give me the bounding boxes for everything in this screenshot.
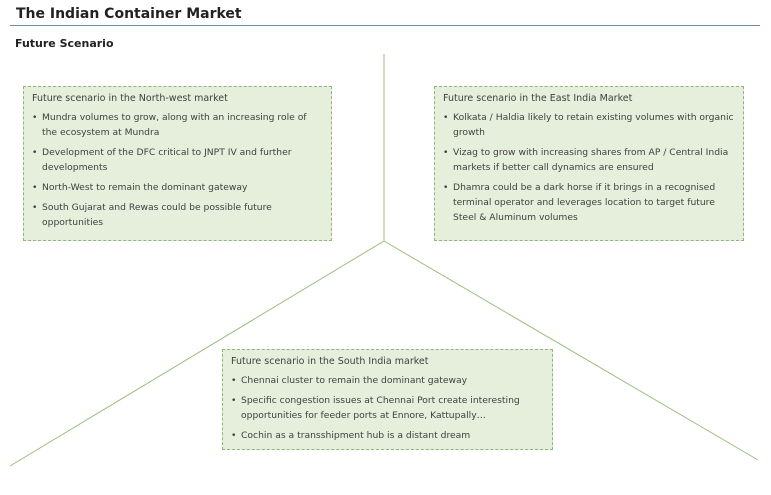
list-item: Specific congestion issues at Chennai Po…	[231, 393, 544, 423]
list-item: Dhamra could be a dark horse if it bring…	[443, 180, 735, 225]
east-list: Kolkata / Haldia likely to retain existi…	[443, 110, 735, 225]
right-diagonal-divider	[383, 240, 759, 461]
south-scenario-box: Future scenario in the South India marke…	[222, 349, 553, 450]
east-heading: Future scenario in the East India Market	[443, 93, 633, 104]
north-west-list: Mundra volumes to grow, along with an in…	[32, 110, 323, 230]
south-heading: Future scenario in the South India marke…	[231, 356, 429, 367]
list-item: Development of the DFC critical to JNPT …	[32, 145, 323, 175]
list-item: Chennai cluster to remain the dominant g…	[231, 373, 544, 388]
list-item: North-West to remain the dominant gatewa…	[32, 180, 323, 195]
list-item: Vizag to grow with increasing shares fro…	[443, 145, 735, 175]
list-item: South Gujarat and Rewas could be possibl…	[32, 200, 323, 230]
title-divider	[10, 25, 760, 26]
north-west-heading: Future scenario in the North-west market	[32, 93, 228, 104]
south-list: Chennai cluster to remain the dominant g…	[231, 373, 544, 443]
list-item: Mundra volumes to grow, along with an in…	[32, 110, 323, 140]
page-title: The Indian Container Market	[16, 6, 242, 22]
east-scenario-box: Future scenario in the East India Market…	[434, 86, 744, 241]
left-diagonal-divider	[9, 240, 385, 467]
list-item: Kolkata / Haldia likely to retain existi…	[443, 110, 735, 140]
list-item: Cochin as a transshipment hub is a dista…	[231, 428, 544, 443]
section-subtitle: Future Scenario	[15, 37, 114, 50]
north-west-scenario-box: Future scenario in the North-west market…	[23, 86, 332, 241]
